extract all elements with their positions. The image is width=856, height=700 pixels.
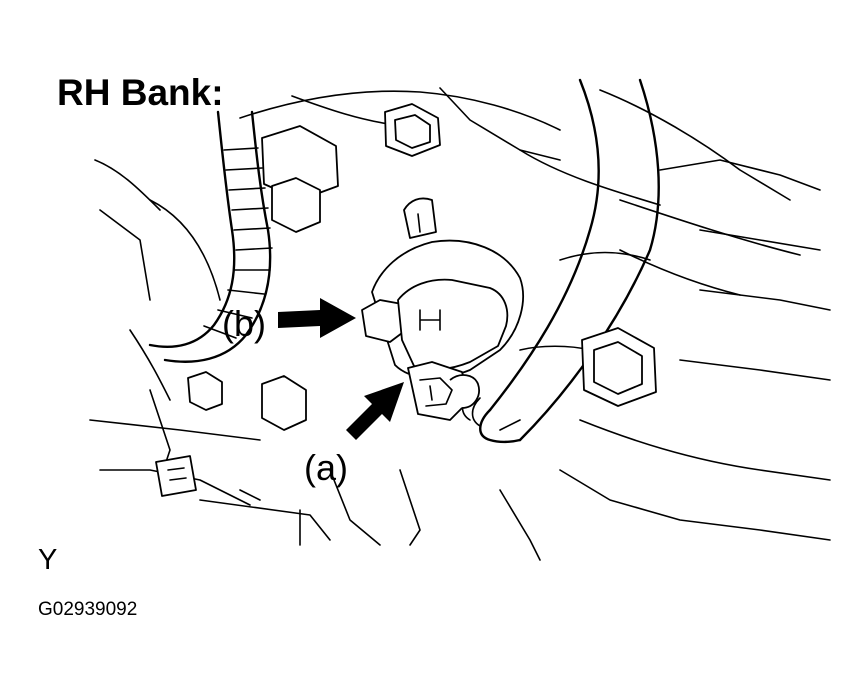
bolt-top-center [384, 103, 441, 157]
sensor-connector [361, 197, 524, 421]
clamp [155, 455, 197, 497]
arrow-a-icon [346, 382, 404, 440]
callout-label-b: (b) [222, 303, 266, 344]
figure-code: G02939092 [38, 599, 138, 620]
wire-harness [148, 110, 273, 363]
callout-label-a: (a) [304, 447, 348, 488]
engine-block-outline [89, 87, 831, 561]
bolt-upper-left [261, 125, 339, 233]
bolt-right [581, 327, 657, 407]
arrow-b-icon [278, 298, 356, 338]
diagram-title: RH Bank: [57, 72, 224, 113]
bolt-lower-left [187, 371, 307, 431]
view-letter: Y [38, 544, 58, 576]
